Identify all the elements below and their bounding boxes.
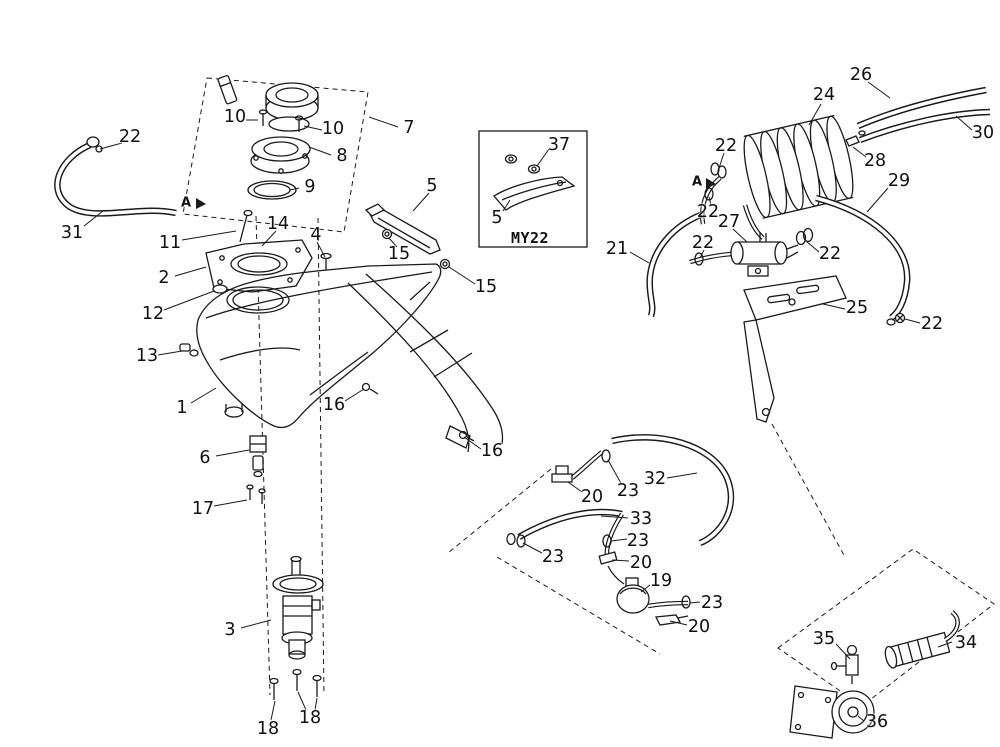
leader-lines	[83, 81, 973, 722]
hoses-26-30	[856, 86, 991, 144]
filler-cap-assembly	[196, 75, 319, 209]
hose-21	[646, 210, 705, 318]
hose-32-33-assembly	[506, 434, 735, 585]
throttle-inlet-34	[884, 610, 960, 669]
canister-24	[699, 114, 866, 240]
hose-29	[815, 194, 911, 326]
fuel-pump-3	[272, 555, 324, 660]
inset-box-my22	[478, 130, 588, 248]
purge-valve-27	[689, 178, 814, 277]
rollover-valve-19	[616, 577, 691, 626]
solenoid-35	[830, 644, 859, 684]
construction-lines	[182, 77, 995, 707]
pump-36	[789, 685, 875, 739]
subframe	[347, 273, 504, 453]
mount-plate-assembly	[179, 209, 332, 357]
bracket-25	[743, 275, 906, 423]
bracket-5	[364, 203, 451, 270]
pump-bracket-6	[246, 435, 267, 504]
screws-18	[269, 668, 322, 700]
hose-31	[54, 136, 177, 217]
fuel-tank	[196, 263, 442, 429]
